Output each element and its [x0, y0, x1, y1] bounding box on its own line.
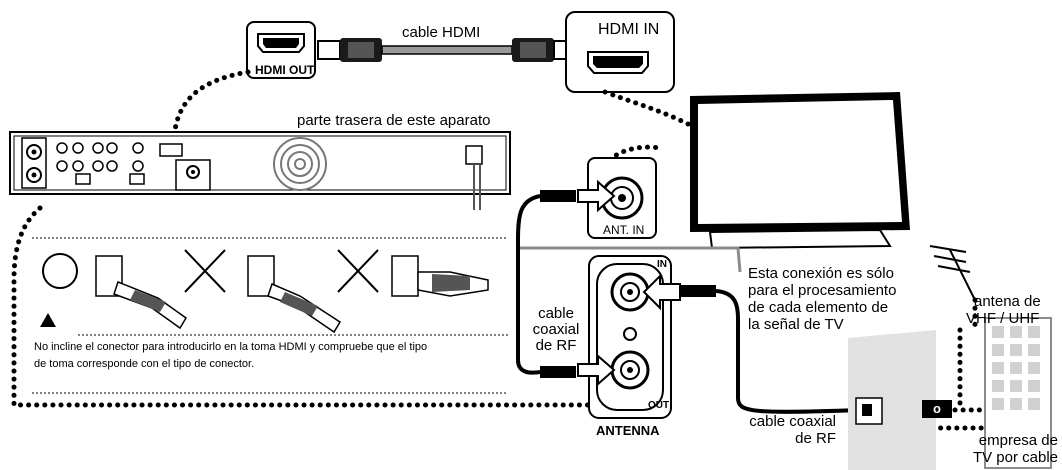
note-line4: la señal de TV [748, 316, 844, 333]
rf-cable-left-line3: de RF [535, 337, 577, 354]
hdmi-cable-label: cable HDMI [402, 24, 481, 41]
wall-outlet [848, 330, 936, 470]
ant-in-port [587, 157, 657, 239]
device-rear-panel [9, 131, 511, 210]
cable-company-line1: empresa de [978, 432, 1058, 449]
circle-icon [42, 253, 78, 289]
hdmi-out-label: HDMI OUT [255, 63, 315, 77]
vhf-label-line2: VHF / UHF [966, 310, 1040, 327]
antenna-block-label: ANTENNA [596, 423, 660, 438]
hdmi-in-port [565, 11, 675, 93]
cross-icon [184, 249, 226, 293]
hdmi-in-label: HDMI IN [598, 21, 660, 38]
tv-set [690, 92, 910, 250]
rf-cable-right [715, 289, 861, 414]
insert-arrows [577, 179, 681, 387]
rf-cable-left [516, 194, 541, 375]
cross-icon [337, 249, 379, 293]
warning-triangle-icon [40, 313, 56, 327]
note-line1: Esta conexión es sólo [748, 265, 894, 282]
note-line3: de cada elemento de [748, 299, 889, 316]
rf-cable-bottom-line1: cable coaxial [749, 413, 836, 430]
warning-text-line2: de toma corresponde con el tipo de conec… [34, 358, 255, 370]
vhf-label-line1: antena de [974, 293, 1041, 310]
rear-panel-label: parte trasera de este aparato [297, 112, 491, 129]
antenna-in-label: IN [657, 259, 667, 270]
note-line2: para el procesamiento [748, 282, 897, 299]
rf-cable-bottom-line2: de RF [795, 430, 836, 447]
rf-connector-plugs [540, 190, 716, 378]
rf-cable-left-line2: coaxial [532, 321, 580, 338]
cable-company-line2: TV por cable [972, 449, 1058, 466]
hdmi-insertion-guide [32, 237, 508, 394]
vhf-uhf-antenna-icon [929, 245, 976, 301]
or-badge: o [922, 400, 952, 418]
hdmi-cable [317, 38, 577, 62]
antenna-out-label: OUT [648, 400, 670, 411]
warning-text-line1: No incline el conector para introducirlo… [34, 341, 428, 353]
rf-cable-left-line1: cable [538, 305, 574, 322]
ant-in-label: ANT. IN [603, 223, 645, 237]
cable-tv-building-icon [984, 317, 1052, 469]
hdmi-out-port [246, 21, 316, 79]
